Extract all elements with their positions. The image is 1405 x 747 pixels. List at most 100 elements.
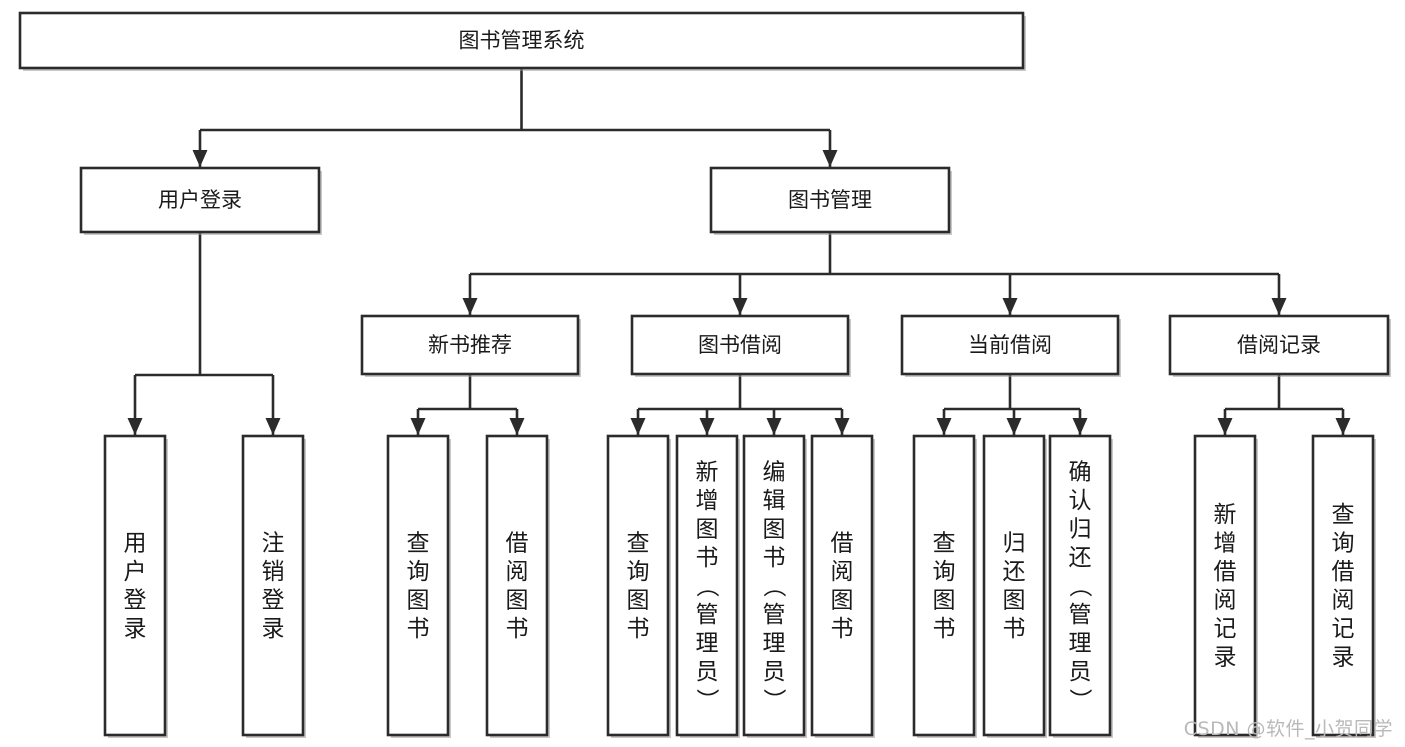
node-label-char: 登 <box>262 588 285 614</box>
node-label-char: 询 <box>627 559 650 585</box>
node-rect[interactable] <box>103 434 167 737</box>
node-rect[interactable] <box>1311 434 1375 737</box>
node-label-char: 员 <box>1069 659 1092 685</box>
node-label-char: 书 <box>1003 616 1026 642</box>
node-label-char: 查 <box>407 531 430 557</box>
node-label-char: ） <box>1066 688 1092 711</box>
node-label: 图书管理 <box>788 188 872 212</box>
node-label-char: 管 <box>1069 602 1092 628</box>
arrow-head-icon <box>699 418 715 435</box>
node-label-char: 确 <box>1069 459 1092 485</box>
node-label: 图书管理系统 <box>459 29 585 53</box>
node-book-borrow[interactable]: 图书借阅 <box>630 314 851 377</box>
node-rect[interactable] <box>630 314 850 376</box>
node-label-char: （ <box>693 574 719 597</box>
node-label-char: 还 <box>1069 545 1092 571</box>
node-label-char: 阅 <box>506 559 529 585</box>
node-label: 当前借阅 <box>968 333 1052 357</box>
node-rect[interactable] <box>606 434 670 737</box>
arrow-head-icon <box>265 418 281 435</box>
node-rect[interactable] <box>982 434 1046 737</box>
arrow-head-icon <box>766 418 782 435</box>
node-label-char: 图 <box>1003 588 1026 614</box>
node-label-char: 查 <box>1332 502 1355 528</box>
node-label-char: 员 <box>763 659 786 685</box>
node-book-management[interactable]: 图书管理 <box>709 166 952 235</box>
node-rect[interactable] <box>709 166 951 234</box>
node-label-char: 录 <box>262 616 285 642</box>
node-label-char: 书 <box>696 545 719 571</box>
node-label-char: 管 <box>763 602 786 628</box>
arrow-head-icon <box>410 418 426 435</box>
node-rect[interactable] <box>241 434 305 737</box>
arrow-head-icon <box>1271 298 1287 315</box>
node-label-char: 阅 <box>1332 588 1355 614</box>
node-label-char: 员 <box>696 659 719 685</box>
node-label-char: 新 <box>696 459 719 485</box>
node-label-char: 阅 <box>831 559 854 585</box>
node-label-char: 图 <box>627 588 650 614</box>
node-undefined[interactable]: 图书管理系统 <box>18 11 1026 71</box>
node-label-char: ） <box>693 688 719 711</box>
node-rect[interactable] <box>18 11 1025 70</box>
node-rect[interactable] <box>742 434 806 737</box>
node-label-char: 询 <box>1332 531 1355 557</box>
node-rect[interactable] <box>485 434 549 737</box>
node-rect[interactable] <box>900 314 1120 376</box>
node-label-char: 询 <box>933 559 956 585</box>
node-label-char: 归 <box>1069 516 1092 542</box>
node-label-char: 还 <box>1003 559 1026 585</box>
node-label-char: 书 <box>407 616 430 642</box>
node-rect[interactable] <box>386 434 450 737</box>
node-current-borrow[interactable]: 当前借阅 <box>900 314 1121 377</box>
node-rect[interactable] <box>360 314 580 376</box>
node-label-char: 记 <box>1332 616 1355 642</box>
node-user-login-login[interactable]: 用户登录 <box>103 434 168 738</box>
node-label: 新书推荐 <box>428 333 512 357</box>
node-rect[interactable] <box>1048 434 1112 737</box>
node-label-char: 书 <box>933 616 956 642</box>
node-label-char: 理 <box>1069 630 1092 656</box>
node-label-char: 新 <box>1214 502 1237 528</box>
arrow-head-icon <box>509 418 525 435</box>
node-label-char: 注 <box>262 531 285 557</box>
node-label-char: （ <box>1066 574 1092 597</box>
node-new-book-recommend[interactable]: 新书推荐 <box>360 314 581 377</box>
node-rect[interactable] <box>912 434 976 737</box>
node-label-char: 管 <box>696 602 719 628</box>
node-rect[interactable] <box>675 434 739 737</box>
arrow-head-icon <box>462 298 478 315</box>
node-user-login[interactable]: 用户登录 <box>79 166 322 235</box>
arrow-head-icon <box>1335 418 1351 435</box>
node-label-char: 查 <box>933 531 956 557</box>
node-label-char: 登 <box>124 588 147 614</box>
node-rect[interactable] <box>810 434 874 737</box>
node-label-char: 图 <box>696 516 719 542</box>
node-label-char: 录 <box>1332 645 1355 671</box>
node-borrow-records[interactable]: 借阅记录 <box>1168 314 1391 377</box>
node-rect[interactable] <box>1193 434 1257 737</box>
node-label-char: 书 <box>763 545 786 571</box>
arrow-head-icon <box>936 418 952 435</box>
arrow-head-icon <box>1217 418 1233 435</box>
node-rect[interactable] <box>1168 314 1390 376</box>
node-label-char: 编 <box>763 459 786 485</box>
node-label-char: 录 <box>124 616 147 642</box>
node-rect[interactable] <box>79 166 321 234</box>
node-label-char: ） <box>760 688 786 711</box>
node-label-char: 书 <box>506 616 529 642</box>
